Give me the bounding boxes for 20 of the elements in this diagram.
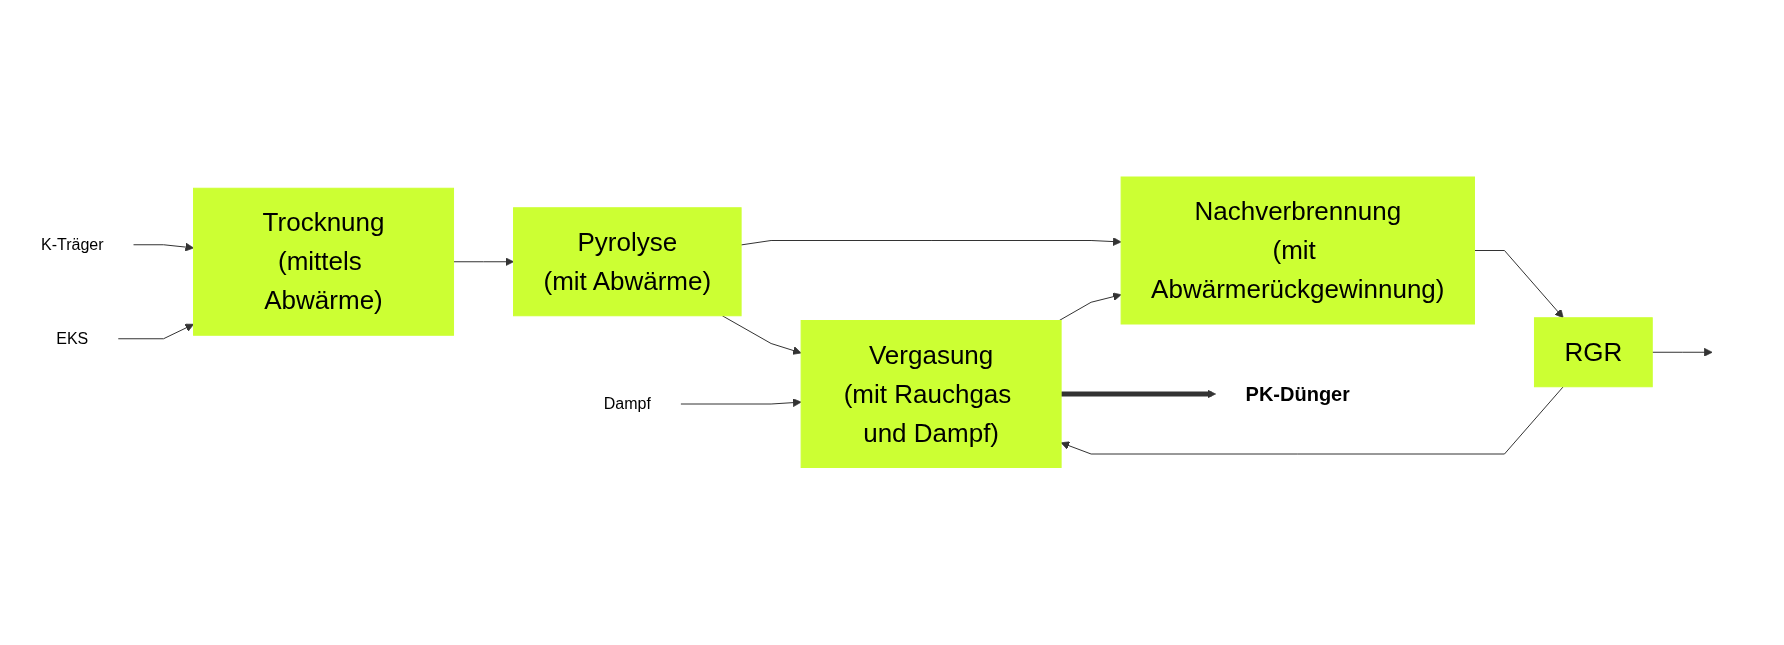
node-text: Dampf (604, 395, 652, 413)
arrow (118, 324, 195, 340)
arrow (133, 242, 195, 252)
node-text: EKS (56, 330, 89, 347)
node-box: Pyrolyse (mit Abwärme) (513, 207, 742, 317)
node-box: Trocknung (mittels Abwärme) (193, 188, 455, 336)
arrow (453, 257, 515, 267)
node-text: K-Träger (41, 236, 104, 253)
arrow (1061, 386, 1565, 455)
arrow (1474, 250, 1564, 319)
node-text: PK-Dünger (1245, 383, 1351, 406)
node-box: Nachverbrennung (mit Abwärmerückgewinnung) (1121, 176, 1476, 325)
arrow (1061, 389, 1217, 399)
node-box: RGR (1534, 317, 1654, 388)
arrow (741, 237, 1122, 247)
arrow (1652, 348, 1714, 357)
arrow (680, 398, 802, 408)
arrow (722, 315, 802, 356)
arrow (1059, 292, 1122, 322)
node-box: Vergasung (mit Rauchgas und Dampf) (801, 320, 1062, 469)
